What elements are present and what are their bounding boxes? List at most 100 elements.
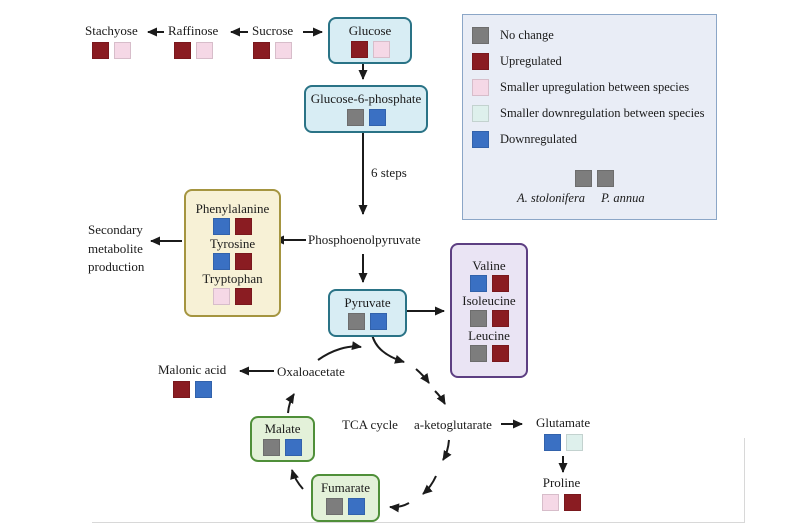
square-a-stolonifera bbox=[91, 42, 109, 59]
metabolite-label: Glucose-6-phosphate bbox=[310, 91, 422, 106]
metabolite-label: Tyrosine bbox=[209, 235, 256, 251]
square-a-stolonifera bbox=[543, 434, 561, 451]
metabolite-label: Malate bbox=[264, 421, 301, 436]
legend-item: No change bbox=[472, 27, 554, 44]
square-p-annua bbox=[348, 498, 365, 515]
regulation-squares bbox=[173, 42, 213, 59]
aromatic-amino-acid-box: Phenylalanine Tyrosine Tryptophan bbox=[184, 189, 281, 317]
square-p-annua bbox=[564, 494, 581, 511]
six-steps-label: 6 steps bbox=[371, 165, 407, 180]
figure-bottom-edge bbox=[92, 522, 745, 523]
square-a-stolonifera bbox=[469, 345, 487, 362]
square-p-annua bbox=[491, 275, 509, 292]
curve-fumarate-malate bbox=[290, 469, 304, 490]
legend-swatch-smaller-downregulation bbox=[472, 105, 489, 122]
node-glutamate: Glutamate bbox=[536, 416, 590, 451]
legend-label: Smaller upregulation between species bbox=[500, 80, 690, 94]
legend-species-labels: A. stolonifera P. annua bbox=[517, 191, 645, 206]
legend-swatch-smaller-upregulation bbox=[472, 79, 489, 96]
square-p-annua bbox=[285, 439, 302, 456]
regulation-squares bbox=[346, 109, 386, 126]
secondary-line-1: Secondary bbox=[88, 222, 143, 237]
square-p-annua bbox=[194, 381, 212, 398]
node-glucose: Glucose bbox=[328, 17, 412, 64]
legend-label: Smaller downregulation between species bbox=[500, 106, 705, 120]
metabolite-label: Malonic acid bbox=[158, 362, 227, 377]
square-p-annua bbox=[565, 434, 583, 451]
regulation-squares bbox=[542, 494, 581, 511]
regulation-squares bbox=[213, 287, 252, 305]
legend-swatch-upregulated bbox=[472, 53, 489, 70]
metabolite-label: Raffinose bbox=[168, 23, 219, 38]
regulation-squares bbox=[543, 434, 583, 451]
regulation-squares bbox=[91, 42, 131, 59]
square-p-annua bbox=[372, 40, 390, 58]
secondary-line-3: production bbox=[88, 259, 145, 274]
square-a-stolonifera bbox=[542, 494, 559, 511]
node-pyruvate: Pyruvate bbox=[328, 289, 407, 337]
metabolite-label: Valine bbox=[472, 258, 506, 273]
species-square-p-annua bbox=[597, 170, 614, 187]
square-p-annua bbox=[275, 42, 293, 59]
square-a-stolonifera bbox=[469, 310, 487, 327]
regulation-squares bbox=[326, 498, 365, 515]
secondary-line-2: metabolite bbox=[88, 240, 143, 256]
curve-akg-fumarate-3 bbox=[389, 502, 410, 513]
legend-species-squares bbox=[575, 170, 614, 187]
metabolite-label: Glutamate bbox=[536, 415, 591, 430]
node-oxaloacetate: Oxaloacetate bbox=[277, 364, 345, 379]
metabolite-label: Pyruvate bbox=[344, 295, 391, 310]
legend-item: Smaller upregulation between species bbox=[472, 79, 689, 96]
square-a-stolonifera bbox=[469, 275, 487, 292]
node-malate: Malate bbox=[250, 416, 315, 462]
square-p-annua bbox=[368, 109, 386, 126]
square-a-stolonifera bbox=[348, 313, 365, 330]
regulation-squares bbox=[172, 381, 212, 398]
figure-right-edge bbox=[744, 438, 745, 523]
regulation-squares bbox=[253, 42, 293, 59]
curve-pyruvate-akg-2 bbox=[415, 368, 430, 384]
square-p-annua bbox=[235, 252, 252, 270]
square-a-stolonifera bbox=[350, 40, 368, 58]
metabolite-label: Leucine bbox=[468, 328, 510, 343]
regulation-squares bbox=[348, 313, 387, 330]
metabolite-label: Isoleucine bbox=[462, 293, 516, 308]
legend-item: Smaller downregulation between species bbox=[472, 105, 704, 122]
square-p-annua bbox=[235, 217, 252, 235]
metabolite-label: Phenylalanine bbox=[195, 200, 270, 216]
regulation-squares bbox=[263, 439, 302, 456]
curve-malate-oxaloacetate bbox=[285, 393, 295, 414]
legend-item: Upregulated bbox=[472, 53, 562, 70]
square-a-stolonifera bbox=[326, 498, 343, 515]
square-a-stolonifera bbox=[213, 252, 230, 270]
node-phosphoenolpyruvate: Phosphoenolpyruvate bbox=[308, 232, 421, 247]
species-square-a-stolonifera bbox=[575, 170, 592, 187]
curve-oxaloacetate-pyruvate bbox=[317, 341, 362, 361]
branched-amino-acid-box: Valine Isoleucine Leucine bbox=[450, 243, 528, 378]
regulation-squares bbox=[469, 345, 509, 362]
legend-box: No change Upregulated Smaller upregulati… bbox=[462, 14, 717, 220]
curve-akg-fumarate-2 bbox=[422, 475, 437, 495]
node-malonic-acid: Malonic acid bbox=[158, 363, 226, 398]
node-raffinose: Raffinose bbox=[168, 24, 218, 59]
square-p-annua bbox=[113, 42, 131, 59]
node-stachyose: Stachyose bbox=[85, 24, 138, 59]
square-p-annua bbox=[195, 42, 213, 59]
secondary-metabolite-label: Secondary metabolite production bbox=[88, 221, 144, 277]
node-sucrose: Sucrose bbox=[252, 24, 293, 59]
regulation-squares bbox=[213, 252, 252, 270]
curve-pyruvate-akg-1 bbox=[371, 333, 405, 364]
metabolite-label: Sucrose bbox=[252, 23, 294, 38]
regulation-squares bbox=[213, 217, 252, 235]
species-label-a-stolonifera: A. stolonifera bbox=[517, 191, 586, 205]
curve-pyruvate-akg-3 bbox=[434, 390, 446, 405]
square-p-annua bbox=[235, 287, 252, 305]
node-proline: Proline bbox=[542, 476, 581, 511]
legend-item: Downregulated bbox=[472, 131, 577, 148]
square-p-annua bbox=[491, 310, 509, 327]
metabolite-label: Proline bbox=[542, 475, 581, 490]
square-p-annua bbox=[370, 313, 387, 330]
legend-label: No change bbox=[500, 28, 554, 42]
square-a-stolonifera bbox=[346, 109, 364, 126]
node-a-ketoglutarate: a-ketoglutarate bbox=[414, 417, 492, 432]
